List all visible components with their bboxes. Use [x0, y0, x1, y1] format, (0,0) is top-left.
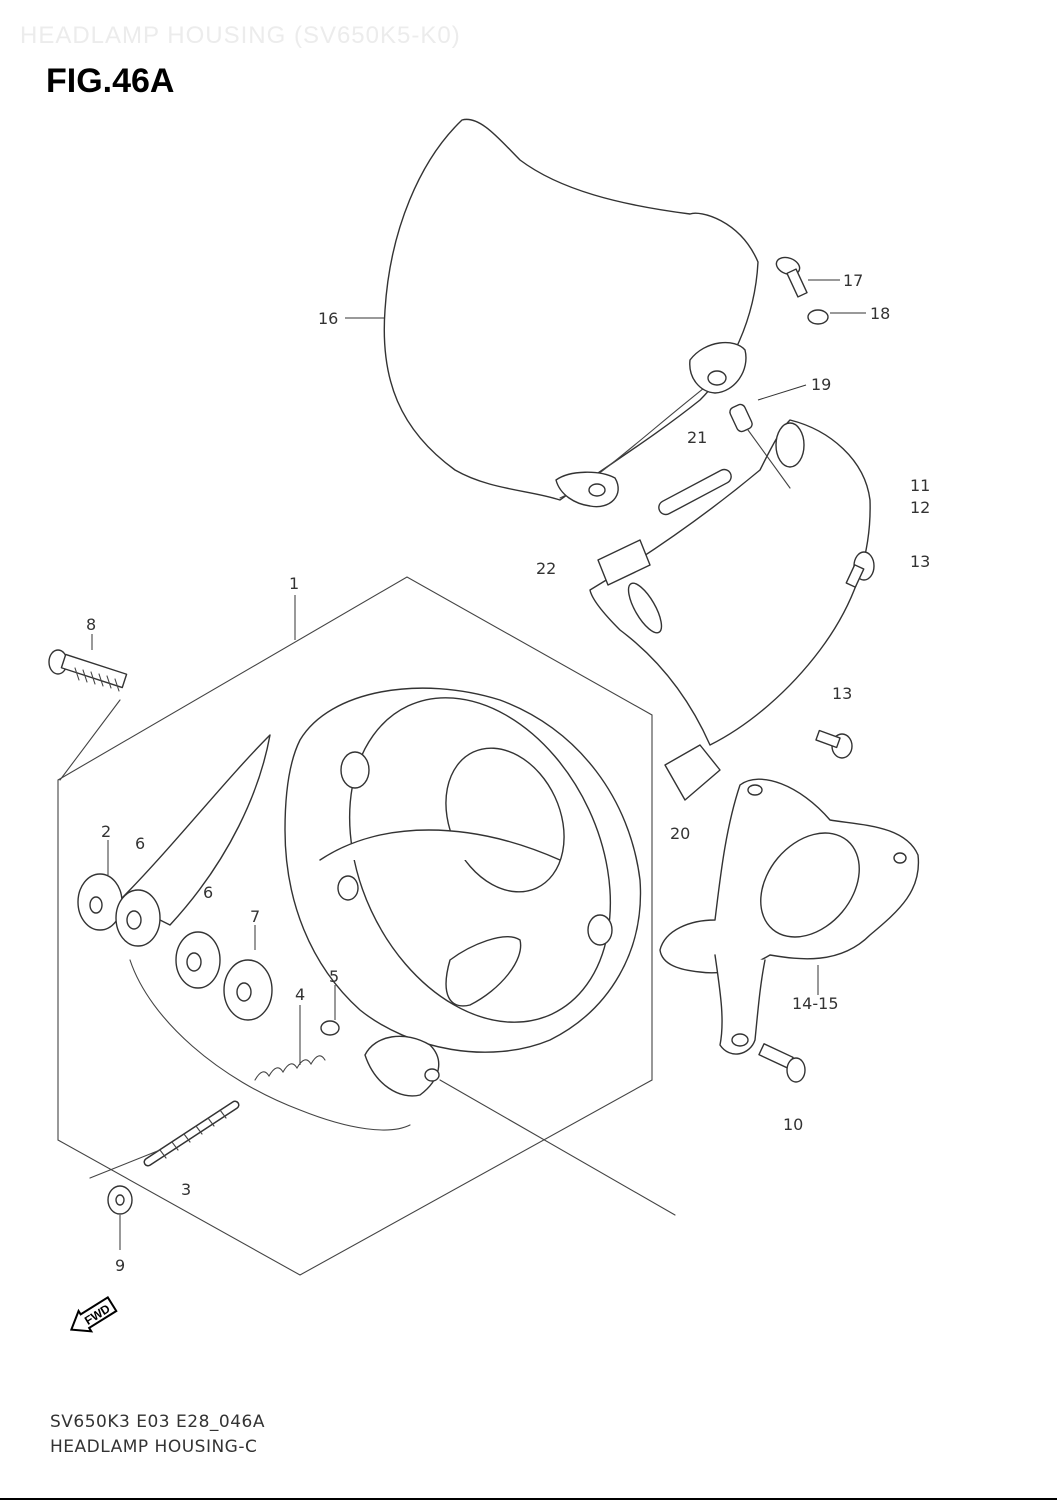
callout-22: 22: [536, 559, 556, 578]
bracket-lower-hole: [731, 1033, 749, 1047]
nut-5: [320, 1020, 340, 1036]
screw-13-upper: [845, 551, 875, 588]
callout-21: 21: [687, 428, 707, 447]
callout-6-upper: 6: [135, 834, 145, 853]
callout-5: 5: [329, 967, 339, 986]
case-top-lug: [775, 422, 805, 468]
callout-20: 20: [670, 824, 690, 843]
callout-7: 7: [250, 907, 260, 926]
callout-13-upper: 13: [910, 552, 930, 571]
bracket-opening: [760, 832, 860, 938]
spacer-7: [223, 959, 273, 1021]
callout-8: 8: [86, 615, 96, 634]
callout-16: 16: [318, 309, 338, 328]
lamp-socket: [445, 936, 522, 1007]
grommet-6-lower: [175, 931, 221, 989]
callout-18: 18: [870, 304, 890, 323]
figure-label: FIG.46A: [46, 62, 175, 100]
adjusting-screw-3: [143, 1100, 240, 1167]
headlamp-case: [589, 419, 871, 746]
pin: [658, 468, 732, 516]
callout-1: 1: [289, 574, 299, 593]
bracket-hole-right: [893, 852, 907, 864]
callout-3: 3: [181, 1180, 191, 1199]
grommet-2: [77, 873, 123, 931]
nut-9: [107, 1185, 133, 1215]
callout-4: 4: [295, 985, 305, 1004]
callout-6-lower: 6: [203, 883, 213, 902]
lower-tab-hole: [424, 1068, 440, 1082]
callout-12: 12: [910, 498, 930, 517]
damper-block: [664, 744, 721, 801]
callout-14-15: 14-15: [792, 994, 839, 1013]
bolt-10: [758, 1043, 806, 1083]
header-ghost-title: HEADLAMP HOUSING (SV650K5-K0): [20, 22, 461, 49]
washer-18: [807, 309, 829, 325]
case-rim: [627, 582, 663, 634]
callout-2: 2: [101, 822, 111, 841]
callout-9: 9: [115, 1256, 125, 1275]
lamp-right-hole: [587, 914, 613, 946]
collar-19: [729, 403, 753, 433]
lower-wire-loop: [129, 959, 411, 1131]
footer-diagram-name: HEADLAMP HOUSING-C: [50, 1437, 258, 1457]
callout-19: 19: [811, 375, 831, 394]
spacer-block: [597, 539, 651, 586]
callout-13-lower: 13: [832, 684, 852, 703]
lamp-side-hole: [337, 875, 359, 901]
visor-cowl: [383, 118, 759, 501]
bolt-8: [48, 649, 128, 692]
leader-lines: [91, 279, 866, 1250]
assembly-axis-line: [439, 1079, 676, 1216]
lamp-mount-hole: [340, 751, 370, 789]
bracket-lower-arm: [714, 954, 766, 1055]
lamp-lower-tab: [364, 1035, 440, 1097]
screw-17: [775, 256, 808, 298]
grommet-6-upper: [115, 889, 161, 947]
housing-edge-left: [59, 699, 121, 781]
lower-axis-line: [89, 1149, 161, 1179]
visor-mount-tab-right: [689, 341, 747, 394]
mount-hole-right: [707, 370, 727, 386]
fwd-arrow-icon: FWD: [69, 1296, 118, 1333]
callout-17: 17: [843, 271, 863, 290]
callout-10: 10: [783, 1115, 803, 1134]
footer-diagram-code: SV650K3 E03 E28_046A: [50, 1412, 265, 1432]
visor-mount-tab-left: [555, 471, 619, 508]
bracket-hole-top: [747, 784, 763, 796]
collar-axis: [747, 429, 791, 489]
screw-13-lower: [815, 729, 853, 759]
callout-11: 11: [910, 476, 930, 495]
housing-outline: [57, 576, 653, 1276]
mount-hole-left: [588, 483, 606, 497]
lamp-band: [319, 829, 561, 861]
spring-4: [254, 1055, 326, 1081]
